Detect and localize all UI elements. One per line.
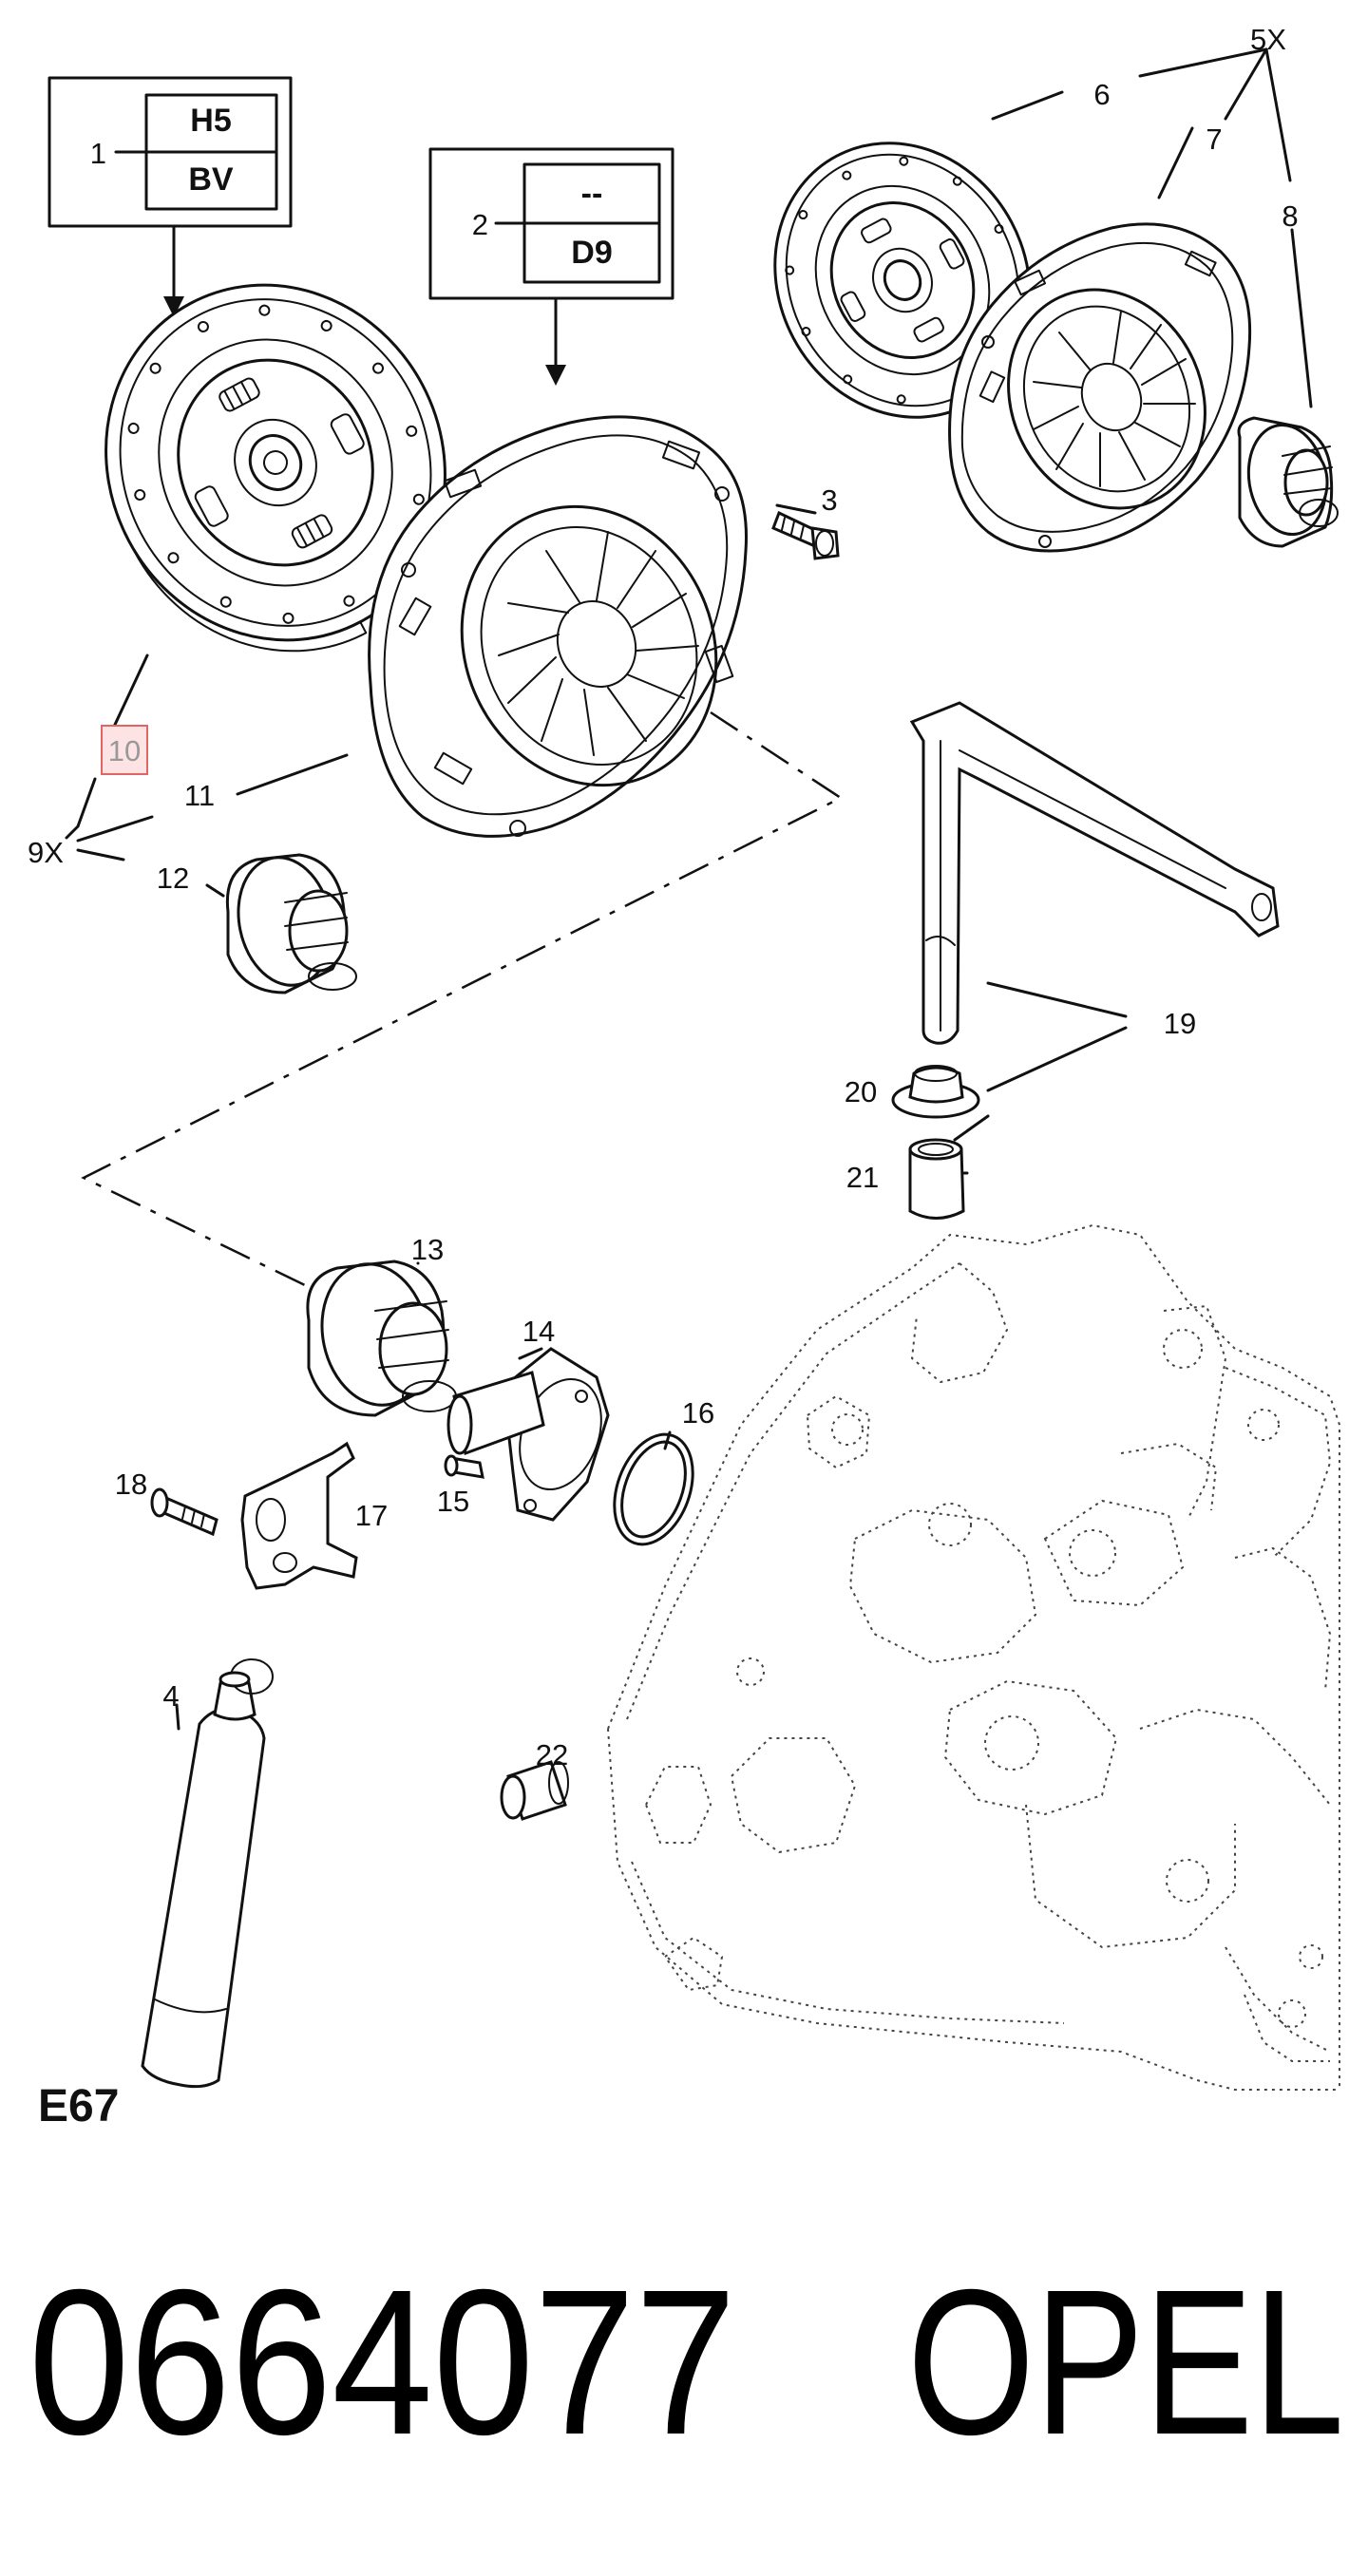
callout-11: 11 [184, 779, 215, 812]
code-box-2: -- D9 2 [428, 147, 674, 386]
callout-10-highlight [101, 725, 148, 775]
callout-14: 14 [522, 1315, 555, 1348]
code-box-1: H5 BV 1 [48, 76, 293, 317]
bolt-18-drawing [150, 1487, 218, 1537]
callout-15: 15 [437, 1485, 469, 1518]
leader-lines [65, 47, 1313, 1731]
seal-drawing [891, 1065, 980, 1119]
arrow-down-icon [545, 365, 566, 386]
callout-4: 4 [162, 1679, 179, 1713]
callout-17: 17 [355, 1499, 388, 1532]
callout-6: 6 [1093, 78, 1110, 111]
box1-top-code: H5 [190, 103, 231, 139]
o-ring-drawing [613, 1432, 694, 1546]
release-shaft-drawing [909, 701, 1280, 1045]
callout-8: 8 [1282, 199, 1298, 233]
release-bearing-13-drawing [306, 1260, 457, 1417]
callout-19: 19 [1164, 1007, 1196, 1040]
bushing-drawing [908, 1138, 965, 1220]
release-fork-drawing [240, 1441, 358, 1590]
sleeve-22-drawing [500, 1760, 569, 1821]
screw-15-drawing [444, 1454, 484, 1479]
callout-21: 21 [846, 1161, 879, 1194]
grease-tube-drawing [141, 1658, 274, 2089]
box2-top-code: -- [581, 176, 603, 212]
diagram-code: E67 [38, 2081, 119, 2131]
brand-name: OPEL [907, 2247, 1344, 2478]
box2-bottom-code: D9 [571, 235, 612, 271]
callout-3: 3 [821, 483, 837, 517]
callout-18: 18 [115, 1468, 147, 1501]
callout-9x: 9X [28, 836, 64, 869]
callout-1: 1 [90, 137, 106, 170]
bolt-3-drawing [771, 510, 840, 560]
gearbox-housing-drawing [607, 1223, 1340, 2091]
callout-12: 12 [157, 862, 189, 895]
pressure-plate-kit-drawing [948, 222, 1252, 553]
box1-bottom-code: BV [188, 161, 234, 198]
callout-20: 20 [845, 1075, 877, 1108]
release-bearing-8-drawing [1237, 416, 1339, 548]
assembly-dashdot-lines [81, 710, 844, 1289]
release-bearing-12-drawing [225, 853, 357, 994]
callout-13: 13 [411, 1233, 444, 1266]
callout-5x: 5X [1250, 23, 1286, 56]
guide-sleeve-drawing [446, 1347, 610, 1522]
callout-16: 16 [682, 1396, 714, 1430]
callout-22: 22 [536, 1738, 568, 1771]
callout-7: 7 [1206, 123, 1222, 156]
callout-10: 10 [108, 734, 141, 767]
arrow-down-icon [163, 296, 184, 317]
pressure-plate-drawing [368, 415, 748, 838]
part-number: 0664077 [28, 2247, 736, 2478]
clutch-disc-drawing [104, 283, 446, 653]
callout-2: 2 [472, 208, 488, 241]
